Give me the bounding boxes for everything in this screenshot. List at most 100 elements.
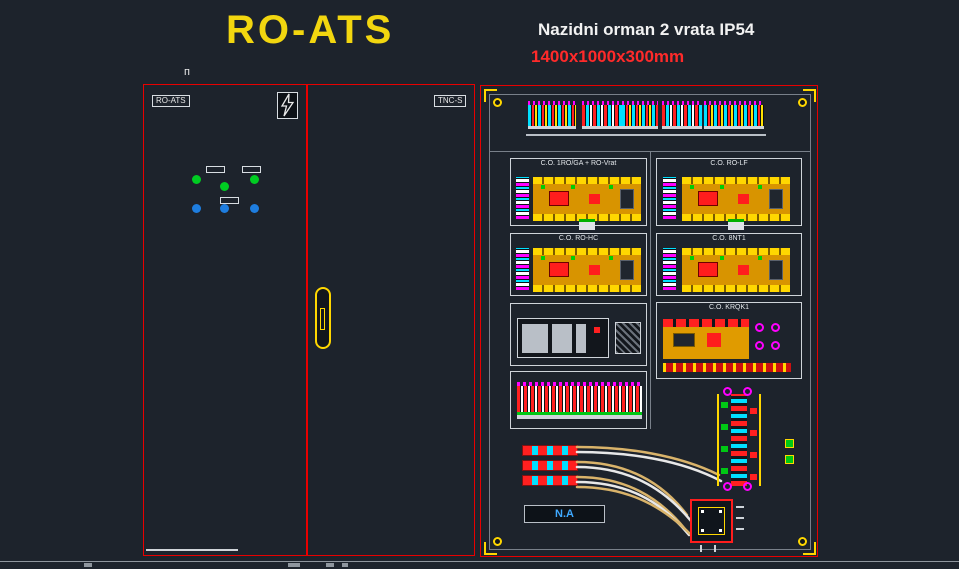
magenta-marker <box>723 482 732 491</box>
edge-tick <box>288 563 300 567</box>
terminal-block-group <box>622 101 658 131</box>
section-label: C.O. 1RO/GA + RO-Vrat <box>540 160 617 167</box>
breaker-section: C.O. RO-HC <box>510 233 647 296</box>
mounting-plate <box>489 94 811 550</box>
breaker-window <box>769 189 783 209</box>
wire-bundle <box>575 445 723 541</box>
fuse-pin <box>714 545 716 552</box>
right-door-tag: TNC-S <box>434 95 467 107</box>
right-door: TNC-S <box>307 84 475 556</box>
door-bottom-mark <box>146 549 238 551</box>
circuit-breaker <box>533 248 641 292</box>
wire <box>575 460 689 517</box>
busbar-feeder <box>522 475 578 486</box>
terminal-base <box>662 126 702 129</box>
corner-bracket <box>484 542 497 555</box>
wire <box>575 475 687 531</box>
blue-indicator-lamp <box>250 204 259 213</box>
terminal-base <box>704 126 764 129</box>
terminal-strip <box>528 105 576 126</box>
breaker-test-button <box>589 194 600 204</box>
breaker-led <box>690 256 694 260</box>
wire <box>575 485 697 541</box>
terminal-dots <box>662 101 702 105</box>
contactor-section <box>510 303 647 366</box>
breaker-section: C.O. 1RO/GA + RO-Vrat <box>510 158 647 230</box>
drawing-border <box>0 561 959 562</box>
blue-indicator-lamp <box>220 204 229 213</box>
blue-indicator-lamp <box>192 204 201 213</box>
contactor <box>517 318 609 358</box>
breaker-led <box>720 185 724 189</box>
magenta-marker <box>723 387 732 396</box>
wire <box>575 450 723 483</box>
magenta-marker <box>771 341 780 350</box>
plate-divider <box>650 151 651 429</box>
breaker-led <box>609 185 613 189</box>
busbar-terminal-red <box>750 430 757 436</box>
terminal-strip <box>622 105 658 126</box>
breaker-led <box>541 185 545 189</box>
cabinet-spec: Nazidni orman 2 vrata IP54 <box>538 20 755 39</box>
mini-terminal-strip <box>663 177 676 219</box>
terminal-base <box>582 126 622 129</box>
breaker-test-button <box>738 194 749 204</box>
section-label: C.O. RO-HC <box>558 235 599 242</box>
green-indicator-lamp <box>192 175 201 184</box>
terminal-block-group <box>704 101 764 131</box>
busbar-feeder <box>522 460 578 471</box>
terminal-dots <box>528 101 576 105</box>
breaker-switch <box>698 191 718 206</box>
breaker-led <box>571 185 575 189</box>
edge-tick <box>342 563 348 567</box>
indicator-label-plate <box>206 166 225 173</box>
terminal-dots <box>622 101 658 105</box>
indicator-label-plate <box>220 197 239 204</box>
distribution-busbar <box>717 387 761 491</box>
corner-bracket <box>484 89 497 102</box>
section-label: C.O. KRQK1 <box>708 304 750 311</box>
breaker-connector <box>579 219 595 230</box>
panel-screw <box>493 537 502 546</box>
terminal-block-group <box>582 101 622 131</box>
fuse-pin <box>736 517 744 519</box>
circuit-breaker <box>533 177 641 230</box>
contactor-module <box>552 324 572 353</box>
switch-actuator <box>707 333 721 347</box>
fuse-base <box>690 499 733 543</box>
busbar-terminal-green <box>721 402 728 408</box>
breaker-connector <box>728 219 744 230</box>
circuit-breaker <box>682 248 790 292</box>
edge-tick <box>84 563 92 567</box>
breaker-led <box>758 256 762 260</box>
terminal-dots <box>704 101 764 105</box>
breaker-test-button <box>738 265 749 275</box>
fuse-screw <box>701 510 704 513</box>
busbar-terminal-green <box>721 424 728 430</box>
din-rail <box>526 134 766 136</box>
contactor-indicator <box>594 327 600 333</box>
lightning-warning-icon <box>277 92 298 119</box>
lightning-bolt-icon <box>280 93 295 117</box>
busbar-core <box>731 394 747 486</box>
magenta-marker <box>743 387 752 396</box>
breaker-led <box>758 185 762 189</box>
corner-bracket <box>803 89 816 102</box>
magenta-marker <box>743 482 752 491</box>
terminal-dots <box>582 101 622 105</box>
breaker-terminals <box>533 248 641 255</box>
breaker-terminals <box>682 214 790 221</box>
door-handle-slot <box>320 308 325 330</box>
busbar-terminal-red <box>750 408 757 414</box>
breaker-led <box>690 185 694 189</box>
fuse-pin <box>736 506 744 508</box>
contactor-module <box>576 324 586 353</box>
wire <box>575 445 721 477</box>
panel-screw <box>798 537 807 546</box>
fuse-screw <box>719 529 722 532</box>
busbar-terminal-red <box>750 474 757 480</box>
drawing-title: RO-ATS <box>226 8 395 52</box>
switch-terminals <box>663 319 749 327</box>
terminal-dots <box>517 382 642 386</box>
breaker-window <box>620 260 634 280</box>
